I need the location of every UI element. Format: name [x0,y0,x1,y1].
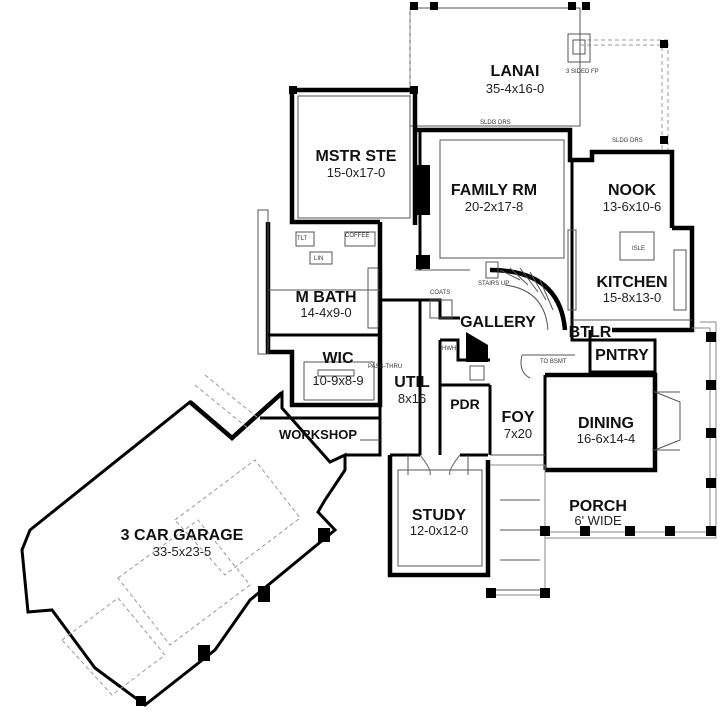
label-three-sided-fp: 3 SIDED FP [566,69,599,75]
label-coffee: COFFEE [345,233,369,239]
label-to-bsmt: TO BSMT [540,359,567,365]
room-name-util: UTIL [394,374,430,391]
family-room-walls [415,127,675,271]
master-suite-walls [289,86,418,225]
room-dim-wic: 10-9x8-9 [312,373,363,388]
room-name-mstr-ste: MSTR STE [316,148,397,165]
room-dim-lanai: 35-4x16-0 [486,81,545,96]
label-hwh: HWH [442,346,456,352]
room-dim-porch: 6' WIDE [574,513,622,528]
label-sldg-drs-nook: SLDG DRS [612,138,643,144]
room-dim-study: 12-0x12-0 [410,523,469,538]
label-pass-thru: PASS-THRU [368,364,402,370]
label-stairs-up: STAIRS UP [478,281,509,287]
dining-walls [543,330,681,473]
garage-walls [20,374,347,707]
room-name-gallery: GALLERY [460,314,536,331]
room-name-foy: FOY [502,409,535,426]
room-dim-kitchen: 15-8x13-0 [603,290,662,305]
room-name-pntry: PNTRY [595,347,649,364]
room-dim-dining: 16-6x14-4 [577,431,636,446]
core-walls [378,261,575,455]
room-name-study: STUDY [412,507,467,524]
room-name-family-rm: FAMILY RM [451,182,537,199]
room-name-pdr: PDR [450,396,480,412]
room-dim-family-rm: 20-2x17-8 [465,199,524,214]
room-dim-util: 8x16 [398,391,426,406]
room-dim-nook: 13-6x10-6 [603,199,662,214]
label-lin: LIN [314,256,323,262]
room-dim-foy: 7x20 [504,426,532,441]
study-walls [387,453,491,578]
label-coats: COATS [430,290,450,296]
label-tlt: TLT [297,236,308,242]
room-name-wic: WIC [322,350,354,367]
room-name-garage: 3 CAR GARAGE [121,527,244,544]
room-name-m-bath: M BATH [295,289,356,306]
workshop-walls [260,416,382,457]
room-name-btlr: BTLR [569,324,612,341]
lanai-area [409,2,669,150]
room-dim-m-bath: 14-4x9-0 [300,305,351,320]
room-name-lanai: LANAI [491,63,540,80]
room-name-kitchen: KITCHEN [596,274,667,291]
room-dim-mstr-ste: 15-0x17-0 [327,165,386,180]
label-sldg-drs-lanai: SLDG DRS [480,120,511,126]
room-name-workshop: WORKSHOP [279,427,357,442]
room-dim-garage: 33-5x23-5 [153,544,212,559]
porch-area [540,321,717,539]
room-name-porch: PORCH [569,498,627,515]
room-name-nook: NOOK [608,182,656,199]
room-name-dining: DINING [578,415,634,432]
label-island: ISLE [632,246,645,252]
nook-kitchen-walls [567,160,695,333]
